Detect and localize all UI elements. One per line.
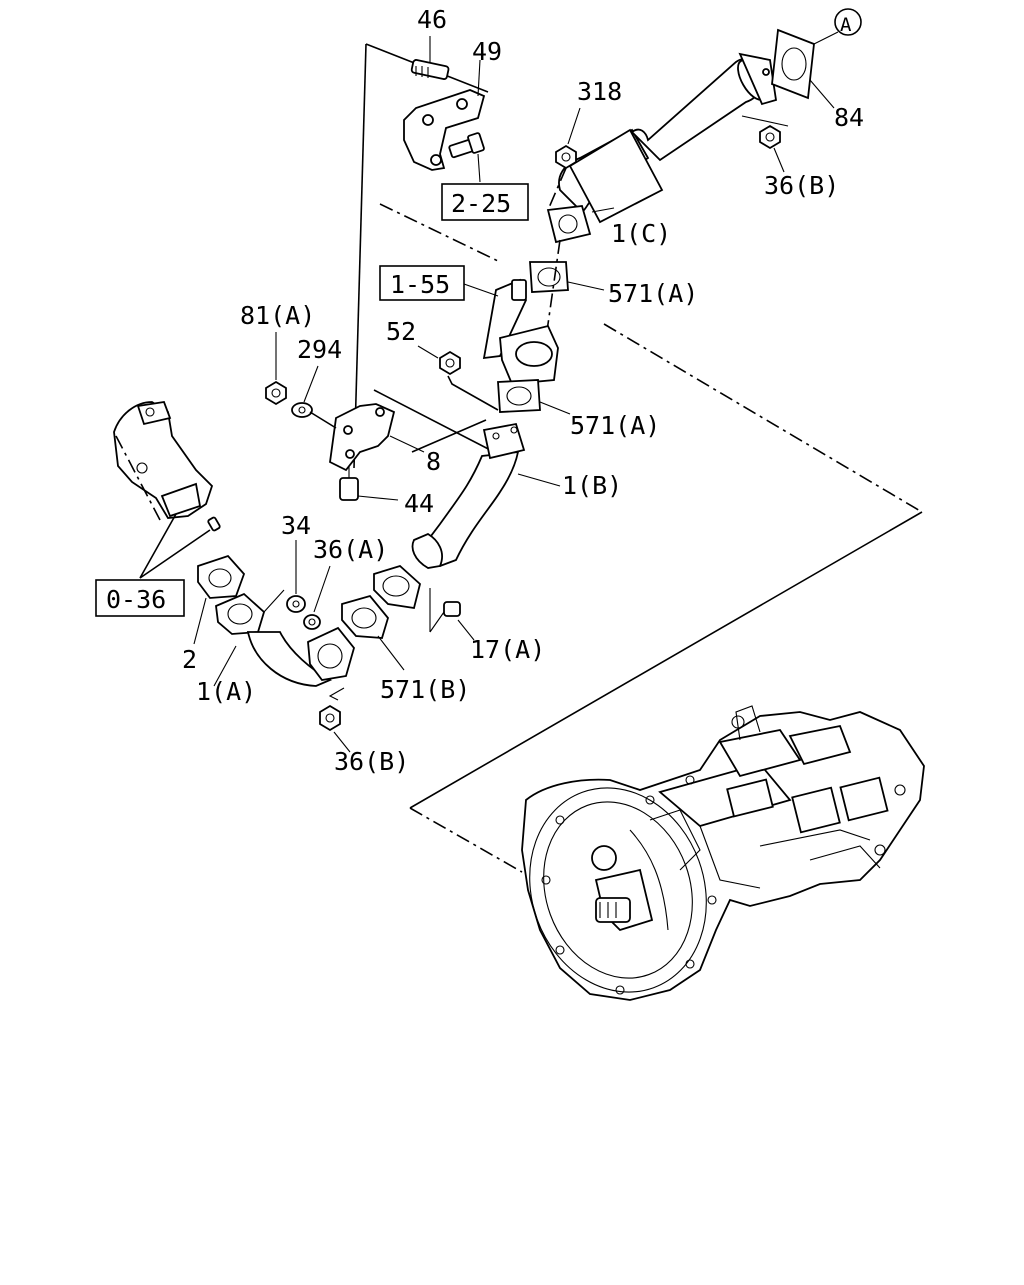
label-36A: 36(A) xyxy=(313,535,388,564)
nut-52 xyxy=(417,345,499,411)
label-571B: 571(B) xyxy=(380,675,470,704)
nut-36B-top xyxy=(741,115,789,173)
stud-46 xyxy=(410,36,450,80)
label-36B-bottom: 36(B) xyxy=(334,747,409,776)
label-46: 46 xyxy=(417,5,447,34)
nut-81A xyxy=(265,332,287,406)
label-1C: 1(C) xyxy=(611,219,671,248)
label-294: 294 xyxy=(297,335,342,364)
bracket-49 xyxy=(403,59,486,171)
bracket-8 xyxy=(329,403,425,472)
gasket-2 xyxy=(193,554,246,645)
transmission-illustration xyxy=(521,705,925,1001)
label-571A-top: 571(A) xyxy=(608,279,698,308)
nut-36B-bottom xyxy=(319,687,351,753)
label-36B-top: 36(B) xyxy=(764,171,839,200)
bolt-44 xyxy=(339,466,399,501)
label-34: 34 xyxy=(281,511,311,540)
label-A: A xyxy=(840,14,852,36)
label-1A: 1(A) xyxy=(196,677,256,706)
nut-36A xyxy=(263,565,331,630)
ref-2-25: 2-25 xyxy=(451,189,511,218)
label-8: 8 xyxy=(426,447,441,476)
exhaust-manifold xyxy=(113,400,221,579)
washer-294 xyxy=(291,365,337,429)
gasket-84 xyxy=(771,28,839,109)
callout-circle-A xyxy=(834,8,862,36)
gasket-571A-mid xyxy=(497,379,571,415)
ref-0-36: 0-36 xyxy=(106,585,166,614)
ref-box-0-36 xyxy=(95,579,185,617)
label-52: 52 xyxy=(386,317,416,346)
label-17A: 17(A) xyxy=(470,635,545,664)
ref-box-1-55 xyxy=(379,265,465,301)
washer-34 xyxy=(286,540,306,613)
label-571A-mid: 571(A) xyxy=(570,411,660,440)
leader-lines xyxy=(353,43,923,873)
gasket-571B xyxy=(341,594,405,671)
ref-1-55: 1-55 xyxy=(390,270,450,299)
label-81A: 81(A) xyxy=(240,301,315,330)
label-318: 318 xyxy=(577,77,622,106)
label-49: 49 xyxy=(472,37,502,66)
exhaust-brake-assembly xyxy=(463,278,559,385)
pipe-1B xyxy=(373,422,561,610)
pipe-1C xyxy=(546,52,778,244)
label-84: 84 xyxy=(834,103,864,132)
label-2: 2 xyxy=(182,645,197,674)
pipe-1A xyxy=(213,592,355,687)
ref-box-2-25 xyxy=(441,183,529,221)
nut-318 xyxy=(547,107,581,211)
bolt-17A xyxy=(429,588,475,641)
label-1B: 1(B) xyxy=(562,471,622,500)
label-44: 44 xyxy=(404,489,434,518)
bolt-2-25 xyxy=(448,132,485,183)
part-labels: 46 49 A 84 318 36(B) 1(C) 2-25 1-55 571(… xyxy=(106,5,864,776)
